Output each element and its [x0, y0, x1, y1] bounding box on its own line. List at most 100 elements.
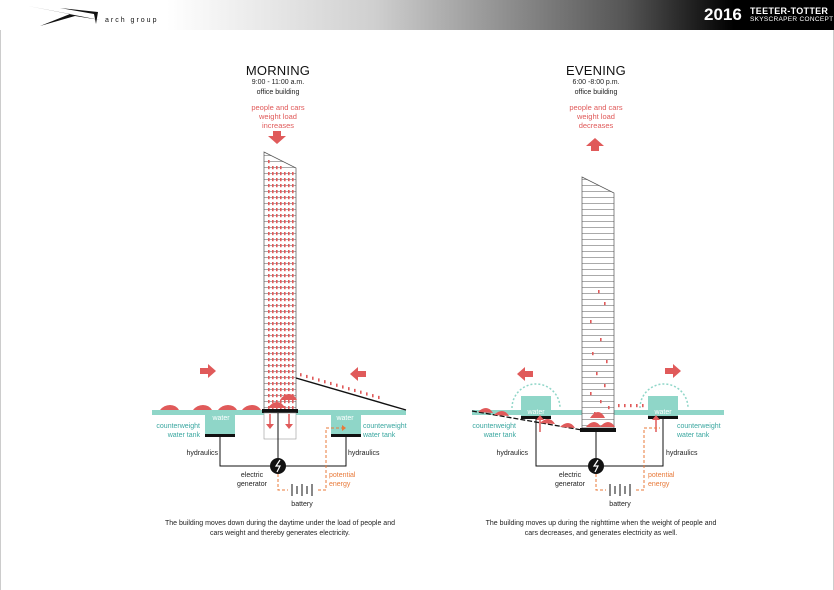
person-icon [276, 394, 278, 398]
person-icon [276, 334, 278, 338]
person-icon [268, 298, 270, 302]
left-arrow-icon [350, 367, 366, 381]
person-icon [268, 370, 270, 374]
person-icon [288, 220, 290, 224]
evening-time: 6:00 -8:00 p.m. [572, 79, 620, 86]
person-icon [284, 226, 286, 230]
evening-tower [581, 176, 615, 429]
person-icon [292, 220, 294, 224]
person-icon [288, 196, 290, 200]
person-icon [280, 262, 282, 266]
person-icon [284, 340, 286, 344]
person-icon [292, 346, 294, 350]
person-icon [292, 316, 294, 320]
person-icon [288, 268, 290, 272]
person-icon [288, 292, 290, 296]
person-icon [268, 394, 270, 398]
evening-load-1: people and cars [569, 103, 623, 112]
morning-tank-left-1: counterweight [156, 423, 200, 430]
morning-energy-2: energy [329, 481, 351, 488]
person-icon [276, 280, 278, 284]
person-icon [268, 166, 270, 170]
person-icon [372, 394, 374, 398]
person-icon [280, 364, 282, 368]
person-icon [288, 208, 290, 212]
person-icon [284, 232, 286, 236]
person-icon [360, 390, 362, 394]
person-icon [280, 334, 282, 338]
person-icon [280, 358, 282, 362]
person-icon [292, 196, 294, 200]
morning-tank-left-2: water tank [167, 432, 200, 439]
person-icon [268, 388, 270, 392]
person-icon [642, 404, 644, 408]
person-icon [284, 364, 286, 368]
person-icon [354, 388, 356, 393]
person-icon [268, 382, 270, 386]
person-icon [272, 364, 274, 368]
evening-energy-1: potential [648, 472, 675, 479]
person-icon [268, 184, 270, 188]
person-icon [280, 214, 282, 218]
evening-hydraulics-left: hydraulics [496, 450, 528, 457]
person-icon [268, 346, 270, 350]
person-icon [284, 280, 286, 284]
person-icon [284, 274, 286, 278]
person-icon [606, 360, 608, 364]
person-icon [268, 310, 270, 314]
person-icon [280, 340, 282, 344]
morning-caption-1: The building moves down during the dayti… [165, 520, 395, 527]
morning-use: office building [256, 89, 300, 96]
person-icon [284, 328, 286, 332]
person-icon [608, 406, 610, 410]
person-icon [272, 334, 274, 338]
person-icon [280, 172, 282, 176]
person-icon [284, 334, 286, 338]
person-icon [280, 304, 282, 308]
person-icon [280, 256, 282, 260]
morning-energy-1: potential [329, 472, 356, 479]
person-icon [292, 304, 294, 308]
person-icon [276, 310, 278, 314]
person-icon [288, 280, 290, 284]
person-icon [272, 340, 274, 344]
page-border-left [0, 30, 1, 590]
person-icon [276, 304, 278, 308]
person-icon [268, 172, 270, 176]
person-icon [272, 286, 274, 290]
person-icon [268, 292, 270, 296]
evening-title: EVENING [566, 63, 626, 78]
person-icon [288, 310, 290, 314]
person-icon [288, 388, 290, 392]
person-icon [276, 316, 278, 320]
person-icon [288, 322, 290, 326]
person-icon [276, 244, 278, 248]
person-icon [272, 244, 274, 248]
person-icon [288, 382, 290, 386]
person-icon [288, 400, 290, 404]
person-icon [604, 302, 606, 306]
evening-tank-right-1: counterweight [677, 423, 721, 430]
person-icon [288, 190, 290, 194]
person-icon [272, 292, 274, 296]
person-icon [268, 286, 270, 290]
person-icon [284, 376, 286, 380]
person-icon [284, 370, 286, 374]
evening-generator-2: generator [555, 481, 585, 488]
person-icon [292, 214, 294, 218]
person-icon [288, 346, 290, 350]
person-icon [276, 400, 278, 404]
morning-battery: battery [291, 501, 313, 508]
person-icon [292, 250, 294, 254]
person-icon [272, 370, 274, 374]
person-icon [284, 190, 286, 194]
person-icon [288, 256, 290, 260]
person-icon [288, 274, 290, 278]
person-icon [276, 340, 278, 344]
person-icon [272, 268, 274, 272]
person-icon [280, 238, 282, 242]
person-icon [630, 404, 632, 408]
person-icon [300, 373, 302, 377]
person-icon [288, 304, 290, 308]
